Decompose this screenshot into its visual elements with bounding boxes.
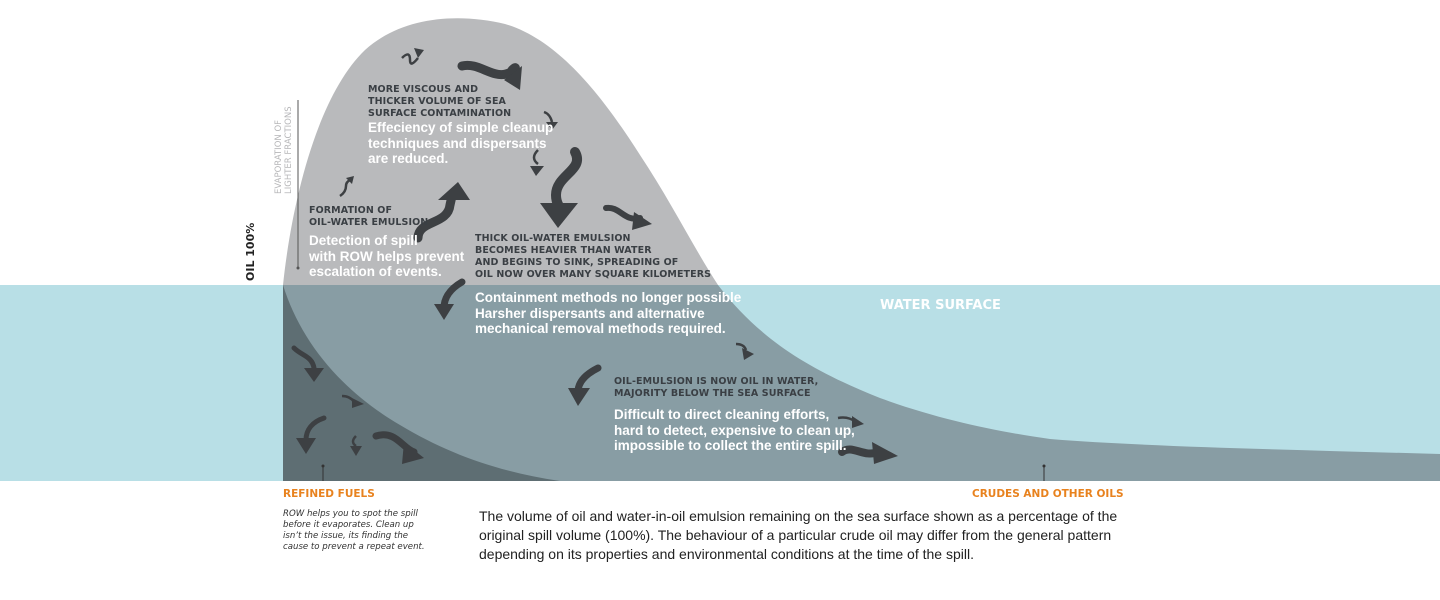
diagram-caption: The volume of oil and water-in-oil emuls… — [479, 507, 1117, 564]
evaporation-arrow-2 — [339, 176, 354, 198]
evaporation-arrow-1 — [401, 48, 424, 65]
in-water-body-line-3: impossible to collect the entire spill. — [614, 438, 847, 453]
refined-arrow-3 — [296, 415, 327, 454]
sink-body: Containment methods no longer possible H… — [475, 290, 741, 337]
caption-line-2: original spill volume (100%). The behavi… — [479, 527, 1112, 543]
sink-annotation: THICK OIL-WATER EMULSION BECOMES HEAVIER… — [475, 233, 741, 337]
y-axis-label: OIL 100% — [244, 222, 257, 281]
refined-arrow-4 — [350, 435, 362, 456]
flow-arrows — [291, 48, 898, 464]
sink-arrow-1 — [434, 278, 466, 320]
refined-fuels-marker-dot — [321, 464, 325, 468]
evaporation-line-2: LIGHTER FRACTIONS — [284, 106, 294, 194]
drift-arrow-3 — [838, 442, 898, 464]
in-water-heading-line-1: OIL-EMULSION IS NOW OIL IN WATER, — [614, 376, 819, 387]
viscous-annotation: MORE VISCOUS AND THICKER VOLUME OF SEA S… — [368, 84, 553, 167]
caption-line-1: The volume of oil and water-in-oil emuls… — [479, 508, 1118, 524]
sink-heading: THICK OIL-WATER EMULSION BECOMES HEAVIER… — [475, 233, 741, 281]
in-water-body-line-2: hard to detect, expensive to clean up, — [614, 422, 855, 438]
viscous-body-line-3: are reduced. — [368, 151, 449, 166]
emulsion-body-line-1: Detection of spill — [309, 233, 418, 248]
refined-arrow-1 — [291, 345, 324, 382]
emulsion-body-line-3: escalation of events. — [309, 264, 442, 279]
in-water-heading: OIL-EMULSION IS NOW OIL IN WATER, MAJORI… — [614, 376, 855, 400]
water-surface-label: WATER SURFACE — [880, 298, 1001, 313]
sink-arrow-2 — [735, 342, 754, 360]
small-down-arrow-2 — [530, 149, 544, 176]
in-water-heading-line-2: MAJORITY BELOW THE SEA SURFACE — [614, 388, 811, 399]
emulsion-heading-line-2: OIL-WATER EMULSION — [309, 217, 429, 228]
refined-note-line-4: cause to prevent a repeat event. — [283, 542, 425, 552]
small-down-arrow-1 — [543, 110, 558, 130]
sink-body-line-1: Containment methods no longer possible — [475, 290, 742, 305]
viscous-body-line-1: Effeciency of simple cleanup — [368, 120, 554, 135]
large-swirl-arrow — [457, 60, 522, 90]
evaporation-marker-dot — [296, 266, 300, 270]
drift-arrow-1 — [603, 204, 652, 230]
emulsion-body-line-2: with ROW helps prevent — [309, 248, 465, 264]
sink-body-line-2: Harsher dispersants and alternative — [475, 305, 705, 321]
sink-heading-line-4: OIL NOW OVER MANY SQUARE KILOMETERS — [475, 269, 712, 280]
oil-curve-above-water — [283, 18, 718, 285]
refined-note-line-3: isn’t the issue, its finding the — [283, 531, 409, 541]
sinking-swirl-arrow — [540, 147, 582, 228]
emulsion-heading-line-1: FORMATION OF — [309, 205, 393, 216]
caption-line-3: depending on its properties and environm… — [479, 546, 974, 562]
sink-arrow-3 — [568, 364, 602, 406]
in-water-body-line-1: Difficult to direct cleaning efforts, — [614, 407, 830, 422]
viscous-heading-line-2: THICKER VOLUME OF SEA — [368, 96, 507, 107]
emulsion-heading: FORMATION OF OIL-WATER EMULSION — [309, 205, 464, 229]
in-water-body: Difficult to direct cleaning efforts, ha… — [614, 407, 855, 454]
oil-curve-below-water — [283, 285, 1440, 481]
sink-heading-line-3: AND BEGINS TO SINK, SPREADING OF — [475, 257, 679, 268]
viscous-body: Effeciency of simple cleanup techniques … — [368, 120, 553, 167]
refined-fuels-area — [283, 285, 560, 481]
sink-body-line-3: mechanical removal methods required. — [475, 321, 726, 336]
refined-arrow-5 — [372, 431, 424, 464]
in-water-annotation: OIL-EMULSION IS NOW OIL IN WATER, MAJORI… — [614, 376, 855, 454]
evaporation-line-1: EVAPORATION OF — [274, 119, 284, 194]
refined-fuels-label: REFINED FUELS — [283, 488, 375, 500]
viscous-body-line-2: techniques and dispersants — [368, 135, 547, 151]
viscous-heading-line-1: MORE VISCOUS AND — [368, 84, 479, 95]
crudes-marker-dot — [1042, 464, 1046, 468]
viscous-heading-line-3: SURFACE CONTAMINATION — [368, 108, 512, 119]
drift-arrow-2 — [837, 416, 864, 428]
evaporation-label: EVAPORATION OF LIGHTER FRACTIONS — [274, 106, 294, 194]
refined-note-line-1: ROW helps you to spot the spill — [283, 509, 418, 519]
emulsion-annotation: FORMATION OF OIL-WATER EMULSION Detectio… — [309, 205, 464, 280]
viscous-heading: MORE VISCOUS AND THICKER VOLUME OF SEA S… — [368, 84, 553, 120]
refined-fuels-note: ROW helps you to spot the spill before i… — [283, 509, 425, 553]
rising-arrow — [413, 182, 470, 243]
emulsion-body: Detection of spill with ROW helps preven… — [309, 233, 464, 280]
refined-note-line-2: before it evaporates. Clean up — [283, 520, 414, 530]
refined-arrow-2 — [341, 394, 364, 408]
crudes-label: CRUDES AND OTHER OILS — [972, 488, 1124, 500]
sink-heading-line-1: THICK OIL-WATER EMULSION — [475, 233, 631, 244]
sink-heading-line-2: BECOMES HEAVIER THAN WATER — [475, 245, 652, 256]
